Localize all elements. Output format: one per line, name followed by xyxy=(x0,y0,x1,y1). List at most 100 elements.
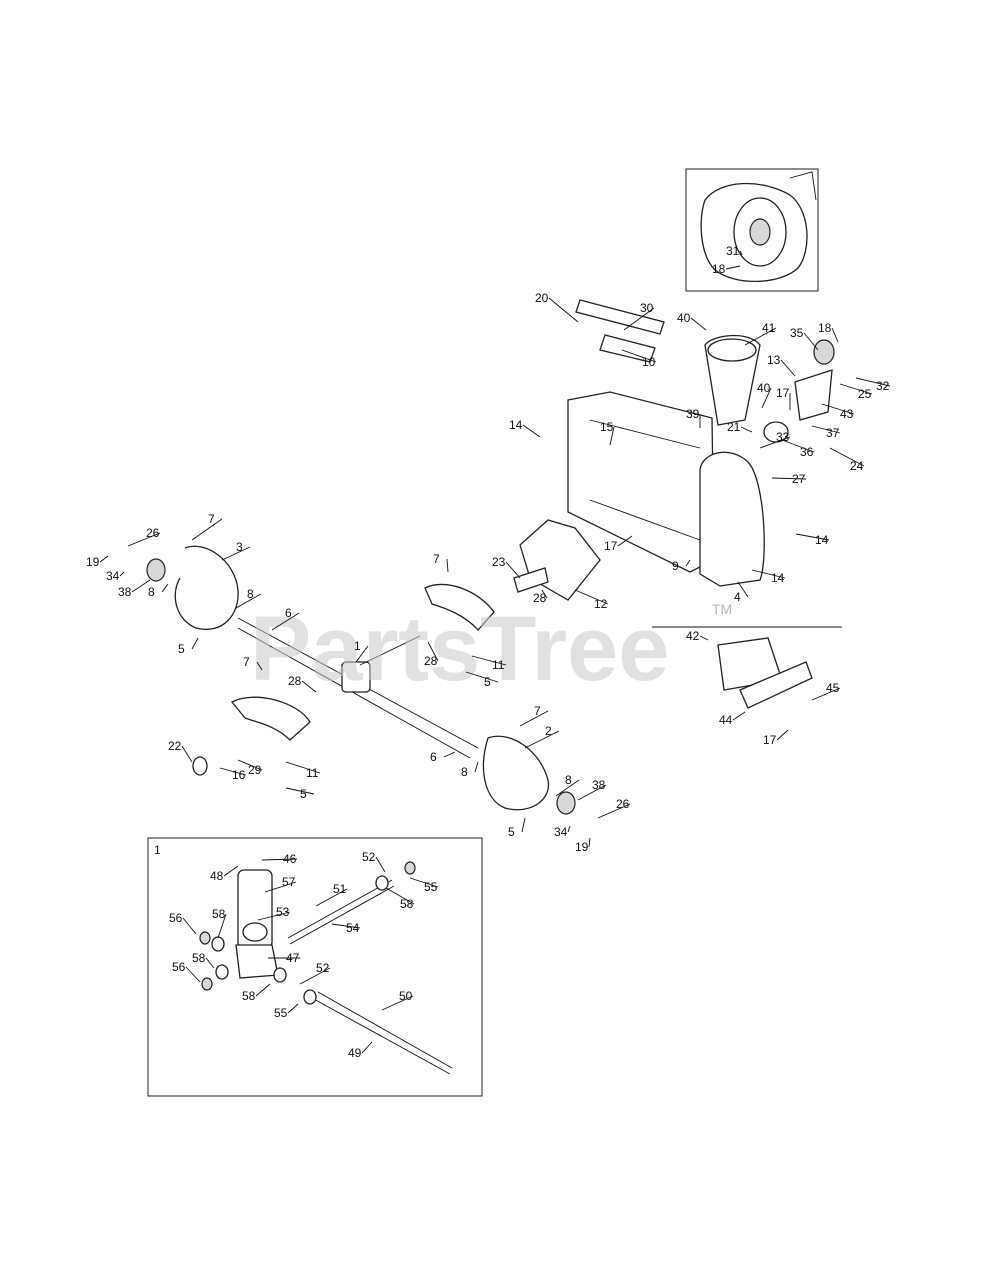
bearing-shape-4 xyxy=(375,875,389,891)
callout-leader-49 xyxy=(361,1041,373,1054)
callout-leader-37 xyxy=(811,425,841,434)
callout-leader-52 xyxy=(375,856,386,873)
callout-leader-5 xyxy=(285,787,315,795)
callout-number-40: 40 xyxy=(757,381,771,395)
bearing-shape-5 xyxy=(303,989,317,1005)
housing-side-plate-shape xyxy=(699,451,765,587)
callout-number-14: 14 xyxy=(815,533,829,547)
callout-leader-8 xyxy=(474,761,479,773)
callout-number-28: 28 xyxy=(424,654,438,668)
callout-leader-8 xyxy=(555,779,580,797)
callout-number-2: 2 xyxy=(545,724,552,738)
callout-leader-7 xyxy=(191,518,223,541)
callout-leader-44 xyxy=(732,711,746,721)
callout-number-3: 3 xyxy=(236,540,243,554)
nut-shape xyxy=(199,931,211,945)
callout-number-37: 37 xyxy=(826,426,840,440)
callout-number-12: 12 xyxy=(594,597,608,611)
callout-leader-18 xyxy=(725,265,741,270)
spacer-shape xyxy=(513,567,549,593)
callout-leader-13 xyxy=(780,359,796,377)
chute-ring-shape xyxy=(707,338,757,362)
callout-leader-46 xyxy=(261,858,298,861)
callout-number-6: 6 xyxy=(430,750,437,764)
callout-leader-23 xyxy=(505,561,521,579)
bearing-flange-shape-2 xyxy=(556,791,576,815)
callout-number-8: 8 xyxy=(461,765,468,779)
bushing-shape xyxy=(192,756,208,776)
callout-number-5: 5 xyxy=(508,825,515,839)
callout-leader-1 xyxy=(355,645,369,663)
callout-number-16: 16 xyxy=(232,768,246,782)
callout-leader-30 xyxy=(623,307,655,331)
callout-number-6: 6 xyxy=(285,606,292,620)
callout-leader-3 xyxy=(221,546,251,561)
callout-number-32: 32 xyxy=(876,379,890,393)
gearbox-base-shape xyxy=(235,944,279,979)
callout-leader-22 xyxy=(181,745,193,763)
callout-number-53: 53 xyxy=(276,905,290,919)
callout-number-7: 7 xyxy=(243,655,250,669)
callout-number-40: 40 xyxy=(677,311,691,325)
auger-housing xyxy=(513,299,835,601)
callout-leader-34 xyxy=(567,825,571,833)
callout-number-57: 57 xyxy=(282,875,296,889)
callout-leader-14 xyxy=(522,424,541,438)
callout-leader-27 xyxy=(771,477,807,480)
callout-leader-35 xyxy=(803,332,819,351)
callout-leader-4 xyxy=(737,581,749,598)
auger-flight-shape xyxy=(174,545,239,631)
callout-leader-34 xyxy=(119,571,125,577)
inset-gearbox-detail: 1 xyxy=(147,837,483,1097)
callout-leader-58 xyxy=(217,913,227,939)
callout-leader-9 xyxy=(685,559,691,567)
callout-leader-38 xyxy=(131,579,151,593)
callout-leader-45 xyxy=(811,687,841,701)
callout-number-27: 27 xyxy=(792,472,806,486)
auger-flight-shape-3 xyxy=(424,583,495,631)
inset-chute-frame xyxy=(685,168,819,292)
callout-leader-33 xyxy=(759,436,791,449)
callout-number-20: 20 xyxy=(535,291,549,305)
callout-leader-53 xyxy=(257,911,291,921)
callout-leader-38 xyxy=(577,784,607,801)
callout-leader-41 xyxy=(744,327,777,346)
callout-number-19: 19 xyxy=(86,555,100,569)
callout-number-15: 15 xyxy=(600,420,614,434)
shave-plate xyxy=(652,626,842,709)
chute-edge-line xyxy=(789,171,817,201)
callout-leader-58 xyxy=(205,957,215,969)
callout-leader-19 xyxy=(99,555,109,563)
callout-number-48: 48 xyxy=(210,869,224,883)
callout-number-51: 51 xyxy=(333,882,347,896)
callout-number-56: 56 xyxy=(172,960,186,974)
callout-number-34: 34 xyxy=(554,825,568,839)
callout-number-54: 54 xyxy=(346,921,360,935)
callout-leader-17 xyxy=(776,729,789,741)
callout-leader-7 xyxy=(519,710,549,727)
callout-number-11: 11 xyxy=(306,766,319,780)
callout-leader-2 xyxy=(524,730,560,749)
callout-number-28: 28 xyxy=(533,591,547,605)
chute-pulley-shape xyxy=(813,339,835,365)
callout-number-35: 35 xyxy=(790,326,804,340)
callout-leader-40 xyxy=(690,317,707,331)
callout-number-34: 34 xyxy=(106,569,120,583)
callout-number-24: 24 xyxy=(850,459,864,473)
callout-leader-21 xyxy=(740,426,753,433)
callout-number-7: 7 xyxy=(433,552,440,566)
callout-number-55: 55 xyxy=(424,880,438,894)
callout-leader-28 xyxy=(541,589,548,599)
inset-chute-detail xyxy=(685,168,819,292)
callout-leader-56 xyxy=(185,966,201,983)
callout-number-45: 45 xyxy=(826,681,840,695)
callout-number-13: 13 xyxy=(767,353,781,367)
gear-shape xyxy=(242,922,268,942)
callout-number-5: 5 xyxy=(178,642,185,656)
callout-number-50: 50 xyxy=(399,989,413,1003)
worm-shaft-line-2 xyxy=(289,885,395,945)
callout-number-28: 28 xyxy=(288,674,302,688)
callout-leader-26 xyxy=(597,803,631,819)
callout-leader-25 xyxy=(839,383,873,395)
